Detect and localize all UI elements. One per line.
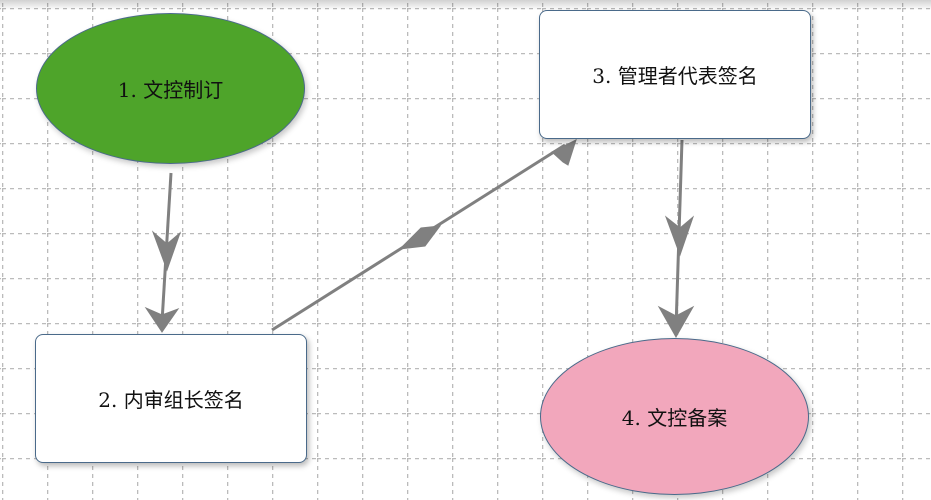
top-shadow	[0, 0, 931, 10]
edge-n2-n3	[271, 139, 577, 332]
node-document-filing[interactable]: 4. 文控备案	[540, 338, 809, 495]
node-document-drafting[interactable]: 1. 文控制订	[36, 13, 305, 164]
node-internal-audit-sign[interactable]: 2. 内审组长签名	[35, 334, 307, 463]
edge-n3-n4	[657, 139, 695, 339]
edge-n1-n2	[144, 172, 182, 333]
node-management-rep-sign[interactable]: 3. 管理者代表签名	[539, 10, 811, 139]
